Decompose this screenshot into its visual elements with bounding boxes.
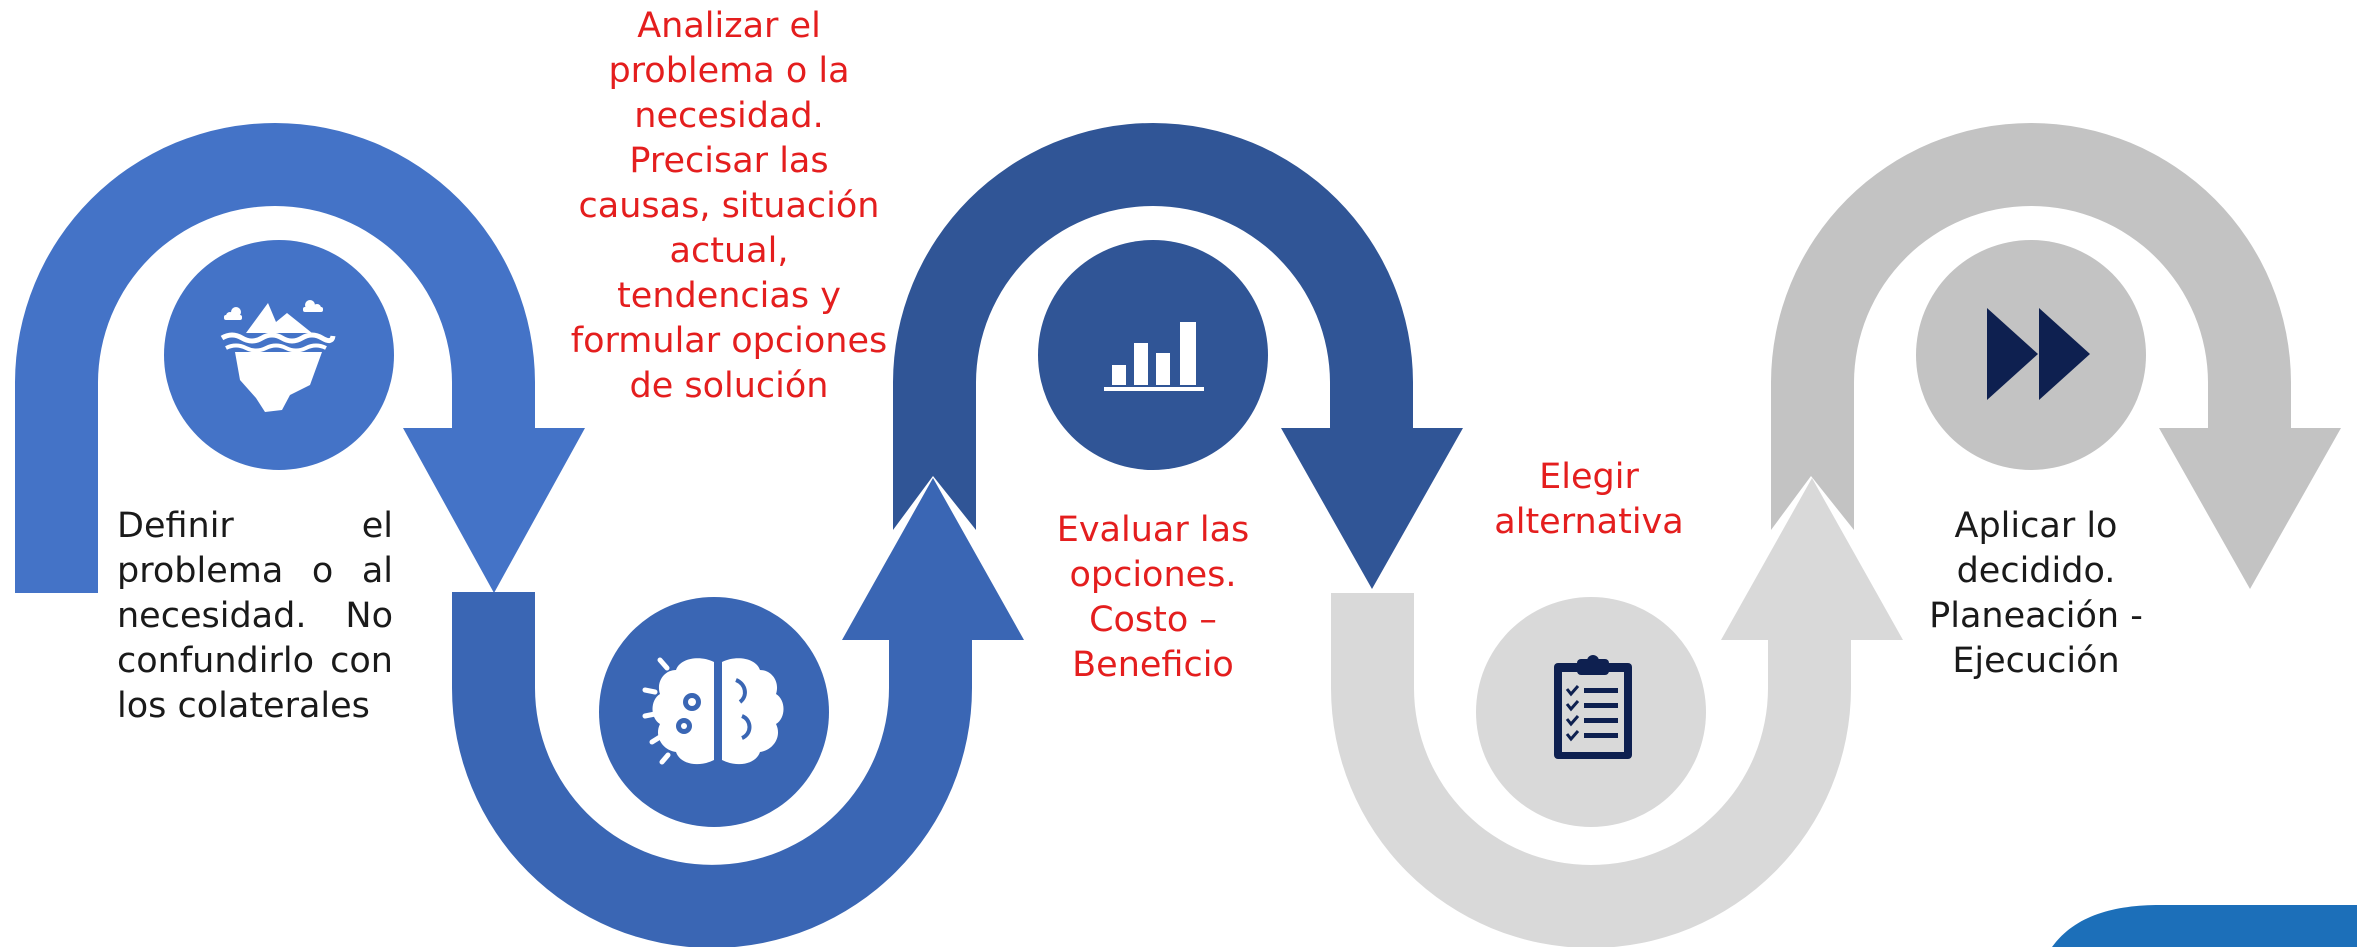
bar-chart-icon (1104, 322, 1204, 391)
step-2-text: Analizar el problema o la necesidad. Pre… (570, 6, 888, 406)
step-3-band (893, 123, 1463, 589)
step-3-circle (1038, 240, 1268, 470)
step-2-band (452, 478, 1024, 947)
iceberg-icon (220, 300, 336, 412)
step-4-band (1331, 478, 1903, 947)
step-1-text: Definir el problema o al necesidad. No c… (117, 506, 393, 726)
step-5-text: Aplicar lo decidido. Planeación - Ejecuc… (1929, 506, 2143, 681)
step-1-band (15, 123, 585, 593)
brain-gears-icon (642, 657, 784, 765)
fast-forward-icon (1987, 308, 2090, 400)
step-3-text: Evaluar las opciones. Costo – Beneficio (1056, 510, 1250, 685)
clipboard-checklist-icon (1554, 655, 1632, 759)
step-4-text: Elegir alternativa (1494, 457, 1684, 542)
corner-decoration (2052, 905, 2357, 947)
step-5-band (1771, 123, 2341, 589)
